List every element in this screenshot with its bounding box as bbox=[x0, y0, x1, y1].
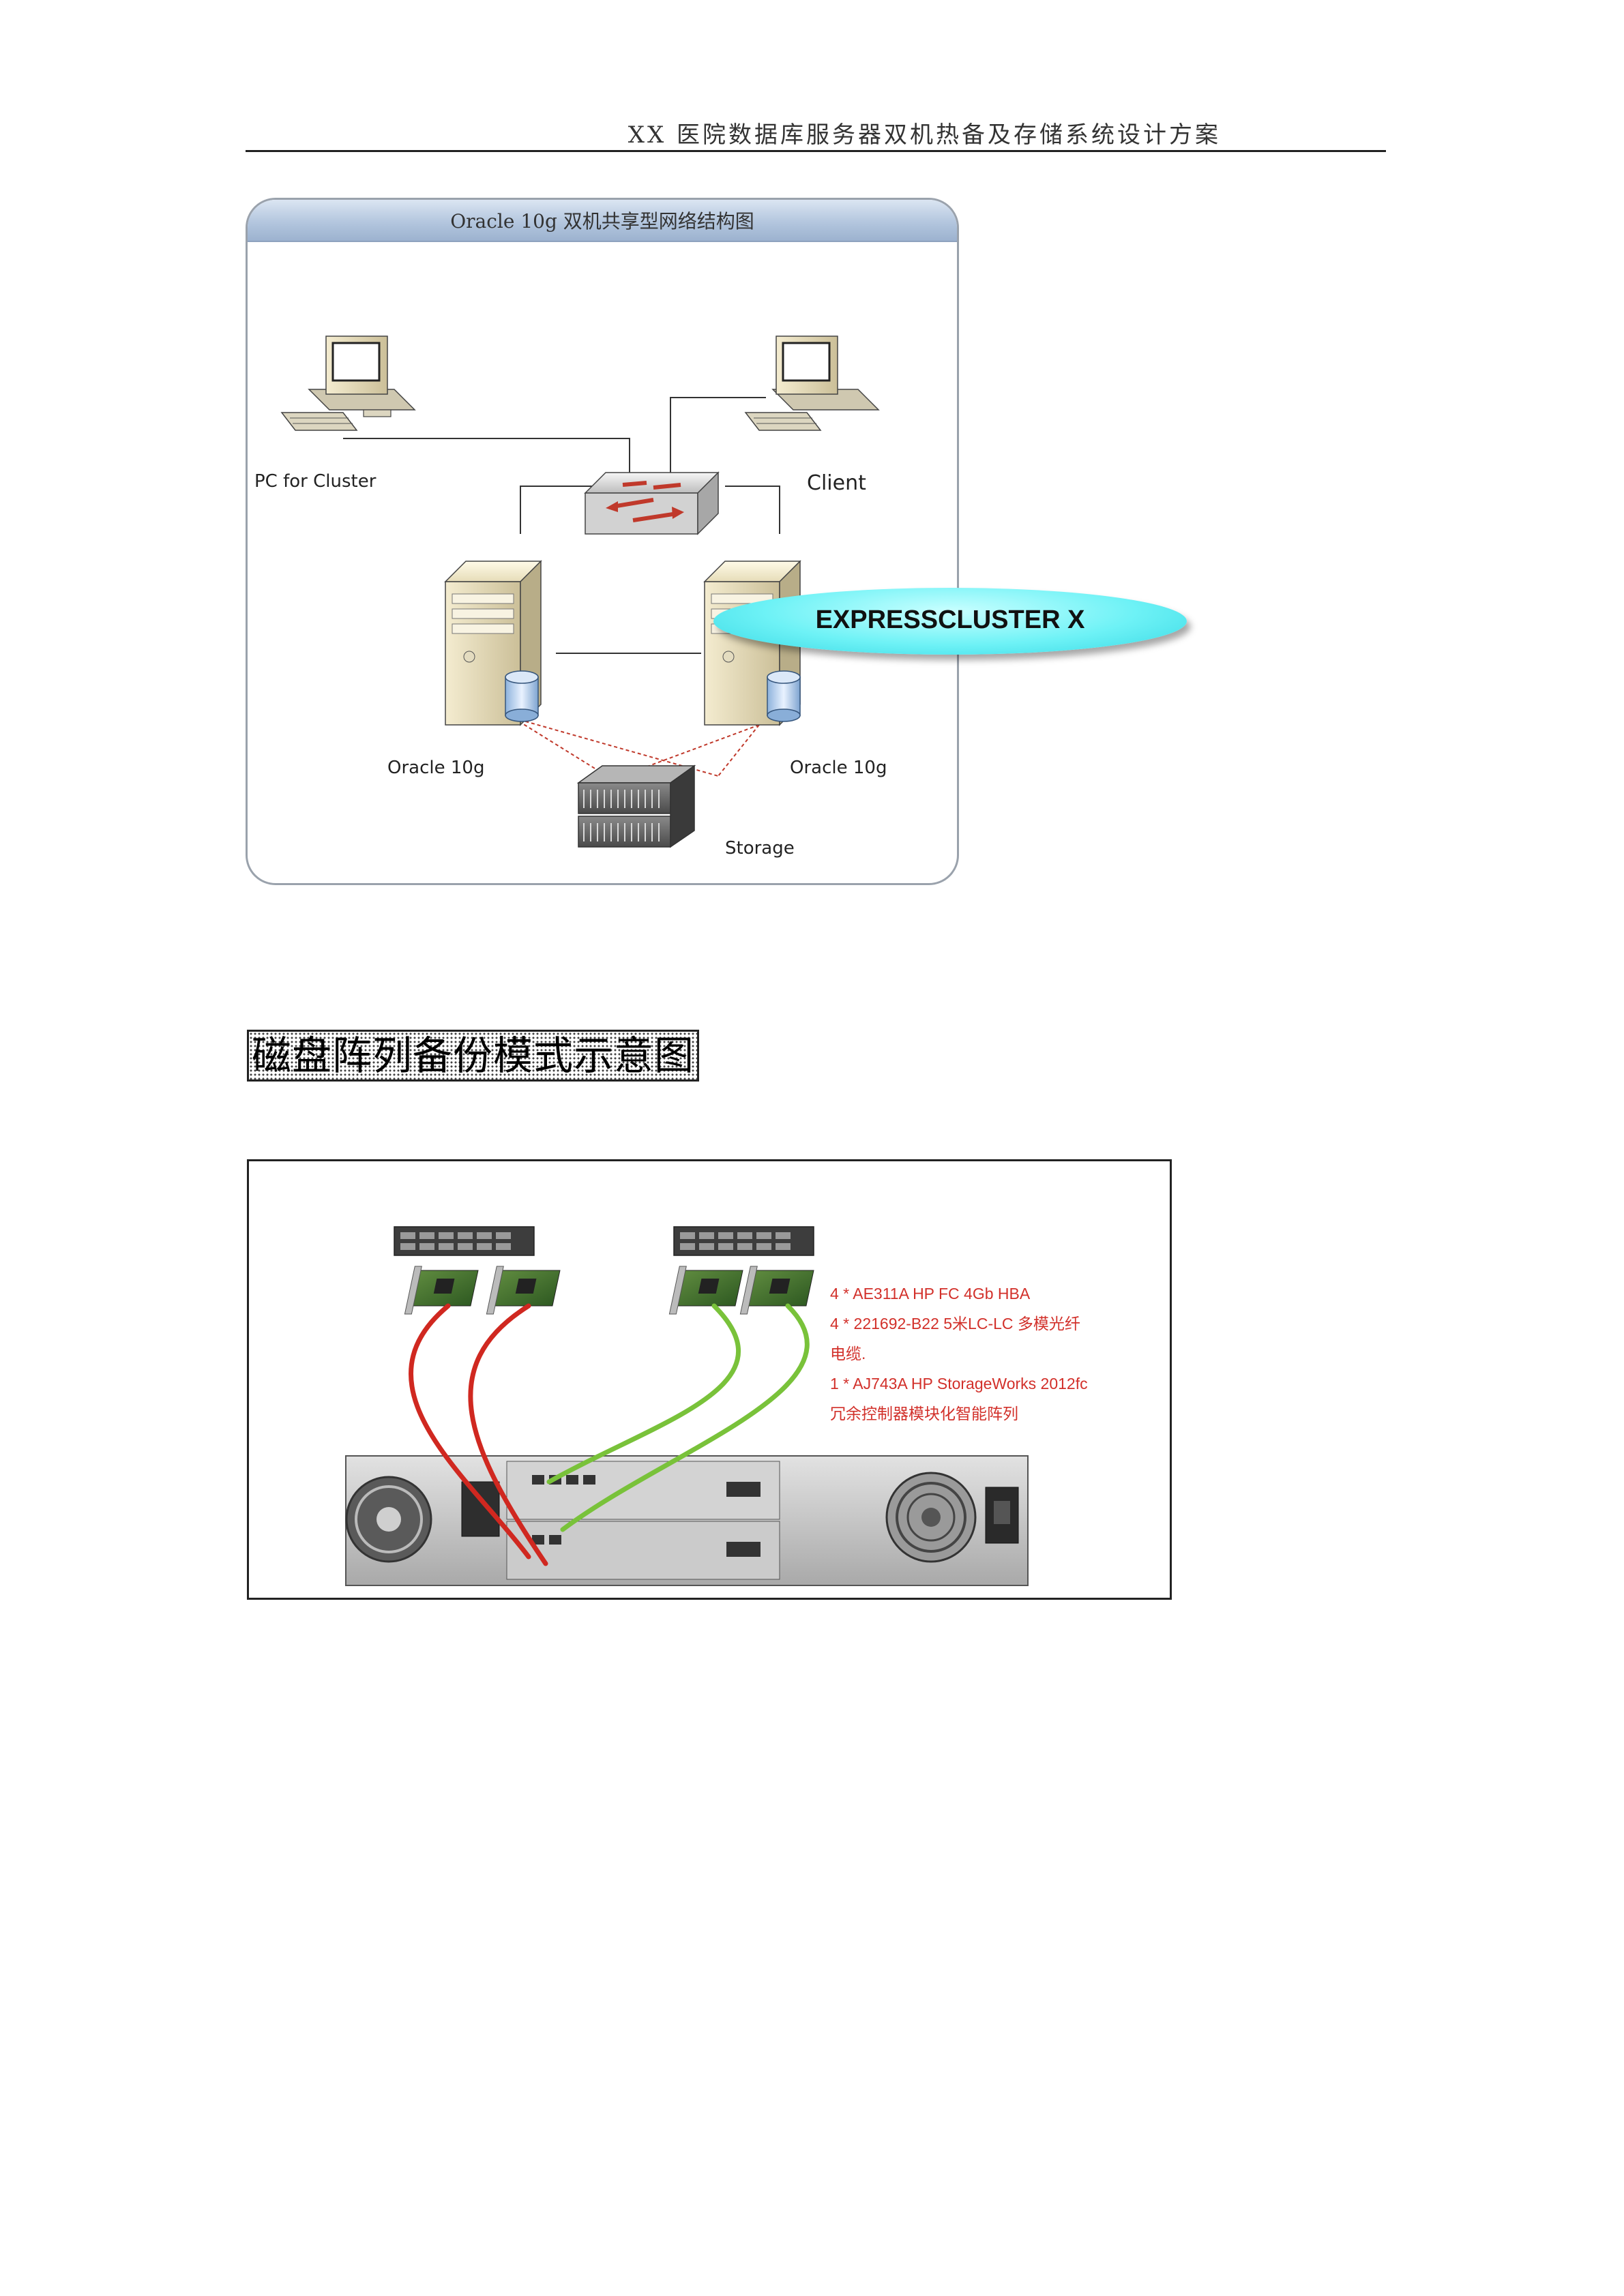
pc-for-cluster-label: PC for Cluster bbox=[254, 471, 377, 492]
hba-card-1-icon bbox=[404, 1266, 479, 1315]
switch-icon bbox=[584, 471, 720, 535]
pc-for-cluster-icon bbox=[280, 336, 416, 431]
server-unit-left-icon bbox=[394, 1226, 535, 1256]
server-left-icon bbox=[444, 560, 542, 726]
network-diagram-graphics bbox=[280, 336, 880, 848]
hba-card-4-icon bbox=[739, 1266, 814, 1315]
server-right-label: Oracle 10g bbox=[790, 758, 887, 778]
diagram-title: Oracle 10g 双机共享型网络结构图 bbox=[450, 210, 754, 233]
storage-label: Storage bbox=[725, 838, 795, 859]
hba-card-2-icon bbox=[486, 1266, 561, 1315]
spec-list: 4 * AE311A HP FC 4Gb HBA 4 * 221692-B22 … bbox=[830, 1279, 1157, 1429]
section-heading: 磁盘阵列备份模式示意图 bbox=[247, 1030, 700, 1082]
server-unit-right-icon bbox=[673, 1226, 814, 1256]
spec-line-cable-cont: 电缆. bbox=[830, 1345, 866, 1362]
fc-cables bbox=[409, 1303, 810, 1566]
spec-line-array-cont: 冗余控制器模块化智能阵列 bbox=[830, 1405, 1018, 1422]
server-left-label: Oracle 10g bbox=[387, 758, 485, 778]
disk-array-figure: 4 * AE311A HP FC 4Gb HBA 4 * 221692-B22 … bbox=[247, 1159, 1172, 1600]
page-header-title: XX 医院数据库服务器双机热备及存储系统设计方案 bbox=[628, 121, 1221, 149]
spec-line-array: 1 * AJ743A HP StorageWorks 2012fc bbox=[830, 1375, 1088, 1392]
header-divider bbox=[246, 150, 1386, 152]
db-cylinder-right-icon bbox=[767, 670, 801, 722]
hba-card-3-icon bbox=[668, 1266, 743, 1315]
db-cylinder-left-icon bbox=[505, 670, 539, 722]
diagram-title-bar: Oracle 10g 双机共享型网络结构图 bbox=[248, 200, 957, 242]
expresscluster-label: EXPRESSCLUSTER X bbox=[815, 606, 1085, 634]
storage-array-chassis-icon bbox=[345, 1455, 1029, 1586]
expresscluster-badge: EXPRESSCLUSTER X bbox=[713, 588, 1187, 655]
spec-line-cable: 4 * 221692-B22 5米LC-LC 多模光纤 bbox=[830, 1315, 1080, 1332]
spec-line-hba: 4 * AE311A HP FC 4Gb HBA bbox=[830, 1285, 1031, 1302]
network-diagram: Oracle 10g 双机共享型网络结构图 bbox=[246, 198, 959, 885]
client-icon bbox=[744, 336, 880, 431]
client-label: Client bbox=[807, 471, 866, 495]
storage-icon bbox=[576, 764, 696, 848]
network-links bbox=[343, 397, 780, 654]
disk-array-graphics bbox=[345, 1226, 1029, 1586]
